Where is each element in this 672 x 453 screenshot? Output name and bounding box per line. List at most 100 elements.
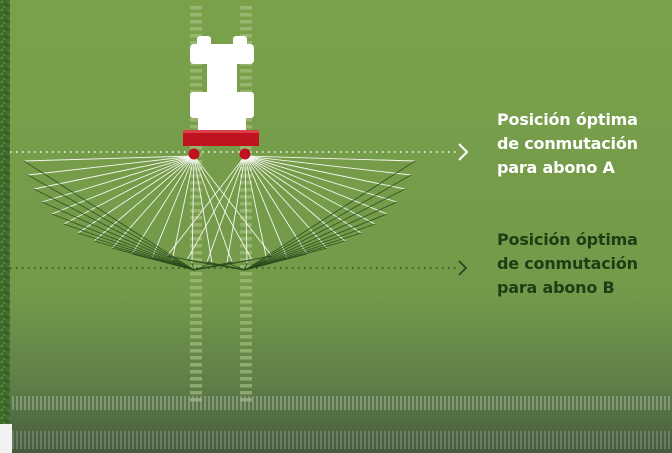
stripe-tick — [40, 396, 42, 410]
stripe-tick — [508, 431, 510, 449]
stripe-tick — [116, 431, 118, 449]
stripe-tick — [348, 431, 350, 449]
tramline-dash — [190, 223, 202, 227]
tramline-dash — [190, 174, 202, 178]
stripe-tick — [432, 431, 434, 449]
stripe-tick — [100, 431, 102, 449]
spread-ray — [131, 155, 195, 255]
stripe-tick — [280, 396, 282, 410]
stripe-tick — [204, 431, 206, 449]
tramline-dash — [240, 349, 252, 353]
tramline-dash — [240, 342, 252, 346]
spread-ray — [27, 174, 195, 271]
stripe-tick — [476, 431, 478, 449]
tramline-dash — [190, 258, 202, 262]
stripe-tick — [244, 431, 246, 449]
stripe-tick — [476, 396, 478, 410]
tramline-dash — [190, 34, 202, 38]
stripe-tick — [148, 396, 150, 410]
stripe-tick — [152, 396, 154, 410]
tramline-dash — [240, 6, 252, 10]
stripe-tick — [304, 396, 306, 410]
tramline-dash — [190, 76, 202, 80]
spread-ray — [23, 160, 195, 271]
tramline-dash — [190, 384, 202, 388]
stripe-tick — [44, 396, 46, 410]
spread-ray — [226, 155, 246, 264]
tramline-dash — [240, 391, 252, 395]
stripe-tick — [236, 396, 238, 410]
stripe-tick — [440, 396, 442, 410]
spreader-icon — [183, 130, 259, 160]
tramline-dash — [240, 251, 252, 255]
stripe-tick — [632, 431, 634, 449]
chevron-right-icon — [458, 260, 468, 276]
stripe-tick — [260, 396, 262, 410]
stripe-tick — [116, 396, 118, 410]
stripe-tick — [24, 431, 26, 449]
stripe-tick — [620, 396, 622, 410]
stripe-tick — [396, 431, 398, 449]
tramline-dash — [190, 314, 202, 318]
spread-ray — [191, 262, 195, 271]
stripe-tick — [404, 396, 406, 410]
stripe-tick — [560, 396, 562, 410]
stripe-tick — [268, 431, 270, 449]
stripe-tick — [168, 396, 170, 410]
spread-ray — [244, 155, 376, 225]
spread-ray — [41, 155, 195, 203]
stripe-tick — [184, 396, 186, 410]
stripe-tick — [528, 396, 530, 410]
tramline-dash — [190, 307, 202, 311]
stripe-tick — [140, 431, 142, 449]
stripe-tick — [48, 396, 50, 410]
stripe-tick — [520, 396, 522, 410]
stripe-tick — [564, 431, 566, 449]
stripe-tick — [112, 396, 114, 410]
stripe-tick — [200, 396, 202, 410]
stripe-tick — [632, 396, 634, 410]
spread-ray — [206, 155, 246, 263]
stripe-tick — [172, 431, 174, 449]
tramline-dash — [190, 118, 202, 122]
stripe-tick — [548, 431, 550, 449]
spread-ray — [63, 223, 195, 271]
stripe-tick — [72, 396, 74, 410]
stripe-tick — [248, 396, 250, 410]
tramline-dash — [190, 125, 202, 129]
stripe-tick — [380, 431, 382, 449]
stripe-tick — [220, 396, 222, 410]
stripe-tick — [340, 396, 342, 410]
stripe-tick — [328, 431, 330, 449]
stripe-tick — [96, 396, 98, 410]
stripe-tick — [268, 396, 270, 410]
stripe-tick — [24, 396, 26, 410]
tramline-dash — [240, 321, 252, 325]
stripe-tick — [228, 396, 230, 410]
stripe-tick — [196, 396, 198, 410]
stripe-tick — [656, 396, 658, 410]
stripe-tick — [76, 396, 78, 410]
tramline-dash — [240, 377, 252, 381]
stripe-tick — [284, 431, 286, 449]
stripe-tick — [436, 431, 438, 449]
stripe-tick — [608, 431, 610, 449]
stripe-tick — [428, 396, 430, 410]
spread-ray — [244, 262, 248, 271]
spread-ray — [244, 213, 388, 271]
tramline-dash — [190, 69, 202, 73]
stripe-tick — [272, 431, 274, 449]
tramline-dash — [240, 27, 252, 31]
stripe-tick — [372, 431, 374, 449]
stripe-tick — [124, 431, 126, 449]
spread-ray — [41, 201, 195, 271]
stripe-tick — [304, 431, 306, 449]
stripe-tick — [280, 431, 282, 449]
stripe-tick — [464, 431, 466, 449]
stripe-tick — [244, 396, 246, 410]
stripe-tick — [496, 431, 498, 449]
spread-ray — [244, 155, 388, 215]
stripe-tick — [184, 431, 186, 449]
stripe-tick — [48, 431, 50, 449]
bottom-stripes — [12, 396, 670, 449]
